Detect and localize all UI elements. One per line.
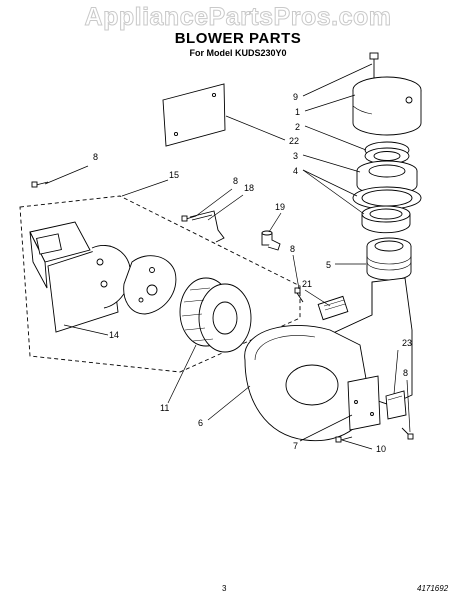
page-title: BLOWER PARTS [174,30,302,47]
callout-8b: 8 [233,176,238,186]
part-2-ring [364,141,410,165]
page-subtitle: For Model KUDS230Y0 [189,48,287,58]
motor-plate [123,255,177,315]
callout-8c: 8 [290,244,295,254]
part-23-clip [385,390,407,420]
callout-10: 10 [376,444,386,454]
callout-11: 11 [160,403,169,413]
callout-8a: 8 [93,152,98,162]
part-11-blower-wheel [179,277,252,353]
callout-2: 2 [295,122,300,132]
part-18-bracket [189,210,225,243]
callout-7: 7 [293,441,298,451]
part-1-cap [352,76,422,136]
part-22-plate [162,83,226,147]
screw-10 [335,436,353,443]
assembly-boundary [19,195,301,373]
watermark: AppliancePartsPros.com [84,3,392,32]
callout-3: 3 [293,151,298,161]
callout-14: 14 [109,330,119,340]
part-7-bracket [347,375,381,431]
screw-8-left [31,181,49,188]
page-number: 3 [222,584,227,593]
part-4-gasket [352,186,422,234]
screw-8-mid [181,215,197,222]
part-9-screw [369,52,379,78]
callout-5: 5 [326,260,331,270]
callout-21: 21 [302,279,312,289]
callout-4: 4 [293,166,298,176]
callout-18: 18 [244,183,254,193]
callout-8d: 8 [403,368,408,378]
callout-19: 19 [275,202,285,212]
screw-8-lower [401,427,414,440]
part-19-connector [261,230,281,251]
callout-9: 9 [293,92,298,102]
callout-23: 23 [402,338,412,348]
part-14-motor [29,221,131,333]
part-21-duct [317,277,413,406]
screw-8-right [294,287,304,303]
callout-6: 6 [198,418,203,428]
leader-lines [44,63,411,450]
callout-22: 22 [289,136,299,146]
part-5-coupling [366,237,412,281]
callout-1: 1 [295,107,300,117]
document-number: 4171692 [417,584,449,593]
callout-15: 15 [169,170,179,180]
